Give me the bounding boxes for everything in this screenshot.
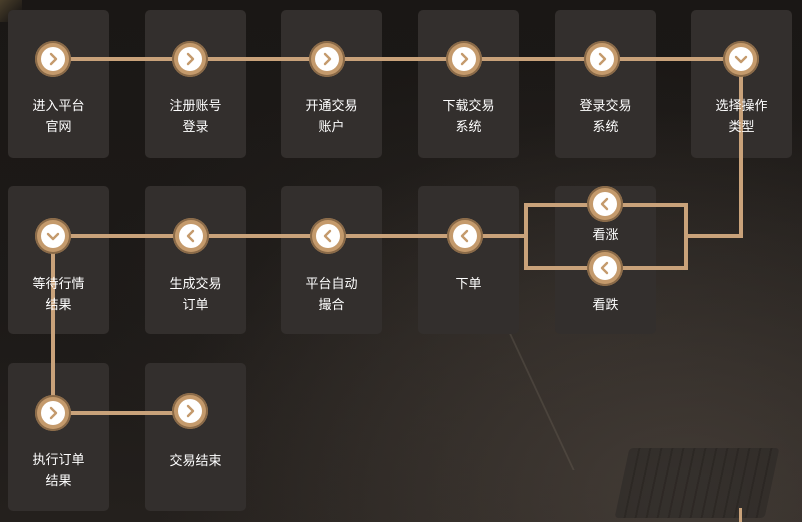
step-node-4[interactable] xyxy=(446,41,482,77)
step-card-generate-order[interactable] xyxy=(145,186,246,334)
step-card-register[interactable] xyxy=(145,10,246,158)
step-node-13[interactable] xyxy=(35,395,71,431)
step-label-enter-platform: 进入平台 官网 xyxy=(32,99,85,135)
step-card-login-system[interactable] xyxy=(555,10,656,158)
step-node-1[interactable] xyxy=(35,41,71,77)
connector-bottom-stub xyxy=(739,508,742,522)
step-node-14[interactable] xyxy=(172,393,208,429)
step-node-5[interactable] xyxy=(584,41,620,77)
step-node-7[interactable] xyxy=(587,186,623,222)
step-card-trade-end[interactable] xyxy=(145,363,246,511)
step-label-register: 注册账号 登录 xyxy=(169,99,222,135)
chevron-right-icon xyxy=(598,52,607,66)
chevron-right-icon xyxy=(49,52,58,66)
chevron-right-icon xyxy=(186,404,195,418)
chevron-down-icon xyxy=(734,55,748,64)
connector-right-vertical xyxy=(739,57,743,238)
connector-row-1 xyxy=(52,57,742,61)
step-node-6[interactable] xyxy=(723,41,759,77)
step-card-auto-match[interactable] xyxy=(281,186,382,334)
chevron-right-icon xyxy=(186,52,195,66)
chevron-left-icon xyxy=(600,261,609,275)
step-card-execute-order[interactable] xyxy=(8,363,109,511)
step-node-3[interactable] xyxy=(309,41,345,77)
step-node-10[interactable] xyxy=(310,218,346,254)
step-label-wait-result: 等待行情 结果 xyxy=(32,277,85,313)
step-label-open-account: 开通交易 账户 xyxy=(305,99,358,135)
step-node-11[interactable] xyxy=(173,218,209,254)
connector-left-vertical xyxy=(51,236,55,413)
step-label-place-order: 下单 xyxy=(455,277,482,292)
connector-row-3 xyxy=(52,411,190,415)
step-node-8[interactable] xyxy=(587,250,623,286)
connector-row-2 xyxy=(52,234,526,238)
chevron-left-icon xyxy=(323,229,332,243)
chevron-left-icon xyxy=(460,229,469,243)
step-node-12[interactable] xyxy=(35,218,71,254)
step-label-bearish: 看跌 xyxy=(592,298,619,313)
step-label-execute-order: 执行订单 结果 xyxy=(32,453,85,489)
chevron-right-icon xyxy=(323,52,332,66)
step-label-bullish: 看涨 xyxy=(592,228,619,243)
connector-right-turn xyxy=(686,234,743,238)
step-card-wait-result[interactable] xyxy=(8,186,109,334)
step-node-9[interactable] xyxy=(447,218,483,254)
chevron-down-icon xyxy=(46,232,60,241)
chevron-right-icon xyxy=(49,406,58,420)
step-label-choose-type: 选择操作 类型 xyxy=(715,99,768,135)
step-card-enter-platform[interactable] xyxy=(8,10,109,158)
step-label-auto-match: 平台自动 撮合 xyxy=(305,277,358,313)
step-card-open-account[interactable] xyxy=(281,10,382,158)
background-keyboard-image xyxy=(614,448,780,518)
step-node-2[interactable] xyxy=(172,41,208,77)
step-label-trade-end: 交易结束 xyxy=(169,454,222,469)
step-label-generate-order: 生成交易 订单 xyxy=(169,277,222,313)
step-label-login-system: 登录交易 系统 xyxy=(579,99,632,135)
chevron-left-icon xyxy=(186,229,195,243)
chevron-left-icon xyxy=(600,197,609,211)
step-card-download-system[interactable] xyxy=(418,10,519,158)
chevron-right-icon xyxy=(460,52,469,66)
step-label-download-system: 下载交易 系统 xyxy=(442,99,495,135)
step-card-place-order[interactable] xyxy=(418,186,519,334)
